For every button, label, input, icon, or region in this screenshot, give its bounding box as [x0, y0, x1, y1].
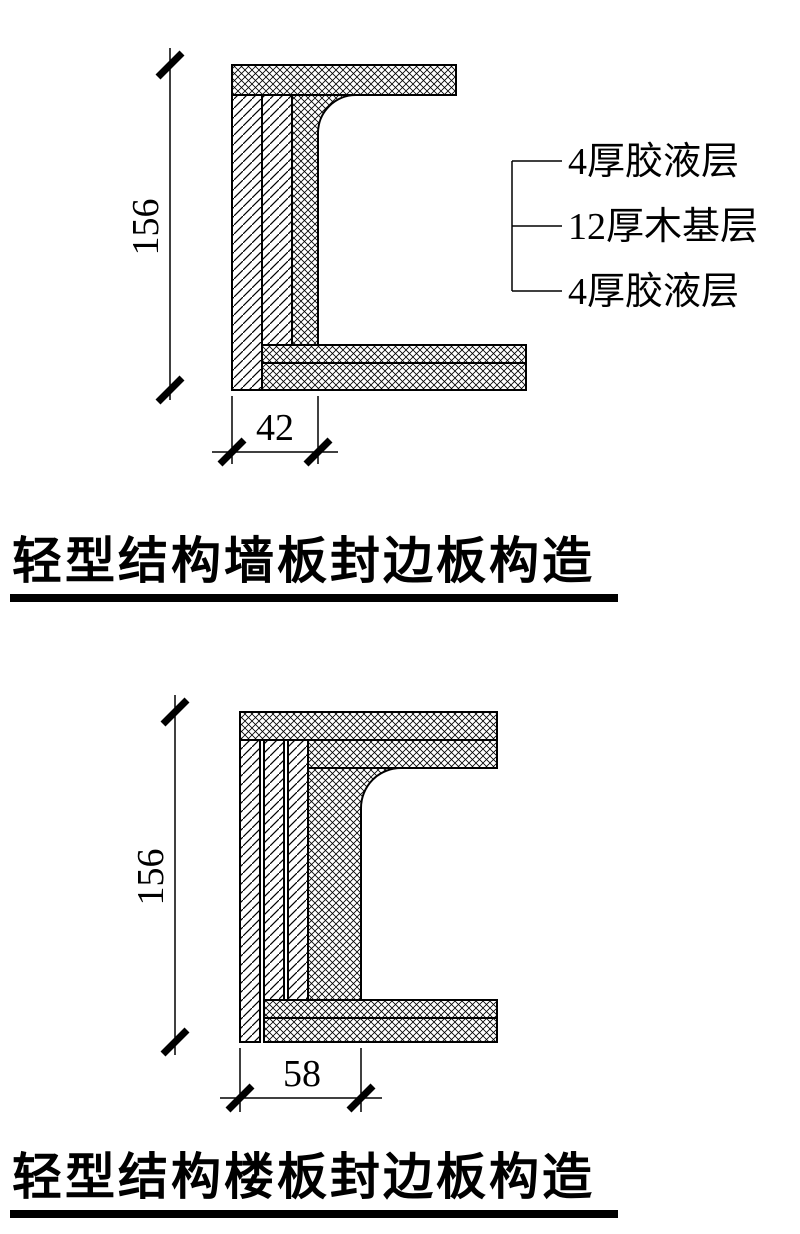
- height-dim-tick-bottom: [155, 375, 185, 405]
- floor-width-dimension: 58: [220, 1048, 382, 1113]
- layer-label-glue-top: 4厚胶液层: [568, 141, 739, 183]
- height-dim-tick-bottom: [160, 1027, 190, 1057]
- width-dim-tick-right: [346, 1083, 376, 1113]
- bottom-skin-board-upper-layer: [261, 344, 527, 364]
- wall-width-dimension: 42: [212, 396, 338, 467]
- floor-height-dimension: 156: [130, 695, 190, 1057]
- layer-label-wood-base: 12厚木基层: [568, 206, 758, 248]
- height-dim-value: 156: [125, 199, 167, 256]
- floor-panel-edge-detail-drawing: 156 58: [130, 695, 498, 1113]
- width-dim-tick-left: [225, 1083, 255, 1113]
- height-dim-tick-top: [160, 697, 190, 727]
- height-dim-tick-top: [155, 50, 185, 80]
- bottom-skin-board-lower-layer: [263, 1017, 498, 1043]
- wall-section-geometry: [231, 64, 527, 391]
- wall-panel-edge-detail-drawing: 156 42 4厚胶液层 12厚木基层 4厚胶液层: [125, 48, 758, 467]
- outer-face-board: [231, 94, 263, 391]
- layer-label-glue-bottom: 4厚胶液层: [568, 271, 739, 313]
- top-skin-board: [231, 64, 457, 96]
- edge-seal-board-top-flange: [307, 739, 498, 769]
- top-skin-board: [239, 711, 498, 741]
- height-dim-value: 156: [130, 849, 172, 906]
- inner-face-board: [287, 739, 309, 1001]
- bottom-skin-board-upper-layer: [263, 999, 498, 1019]
- middle-face-board: [263, 739, 285, 1001]
- width-dim-value: 42: [256, 407, 294, 449]
- edge-seal-board-web-fillet: [291, 94, 357, 346]
- inner-face-board: [261, 94, 293, 346]
- bottom-skin-board-lower-layer: [261, 362, 527, 391]
- width-dim-tick-right: [303, 437, 333, 467]
- outer-face-board: [239, 739, 261, 1043]
- floor-detail-title: 轻型结构楼板封边板构造: [10, 1150, 618, 1218]
- edge-seal-board-web-fillet: [307, 767, 402, 1001]
- width-dim-tick-left: [217, 437, 247, 467]
- layer-leader-lines: 4厚胶液层 12厚木基层 4厚胶液层: [511, 141, 758, 313]
- wall-detail-title: 轻型结构墙板封边板构造: [10, 534, 618, 602]
- wall-height-dimension: 156: [125, 48, 185, 405]
- width-dim-value: 58: [283, 1053, 321, 1095]
- floor-section-geometry: [239, 711, 498, 1043]
